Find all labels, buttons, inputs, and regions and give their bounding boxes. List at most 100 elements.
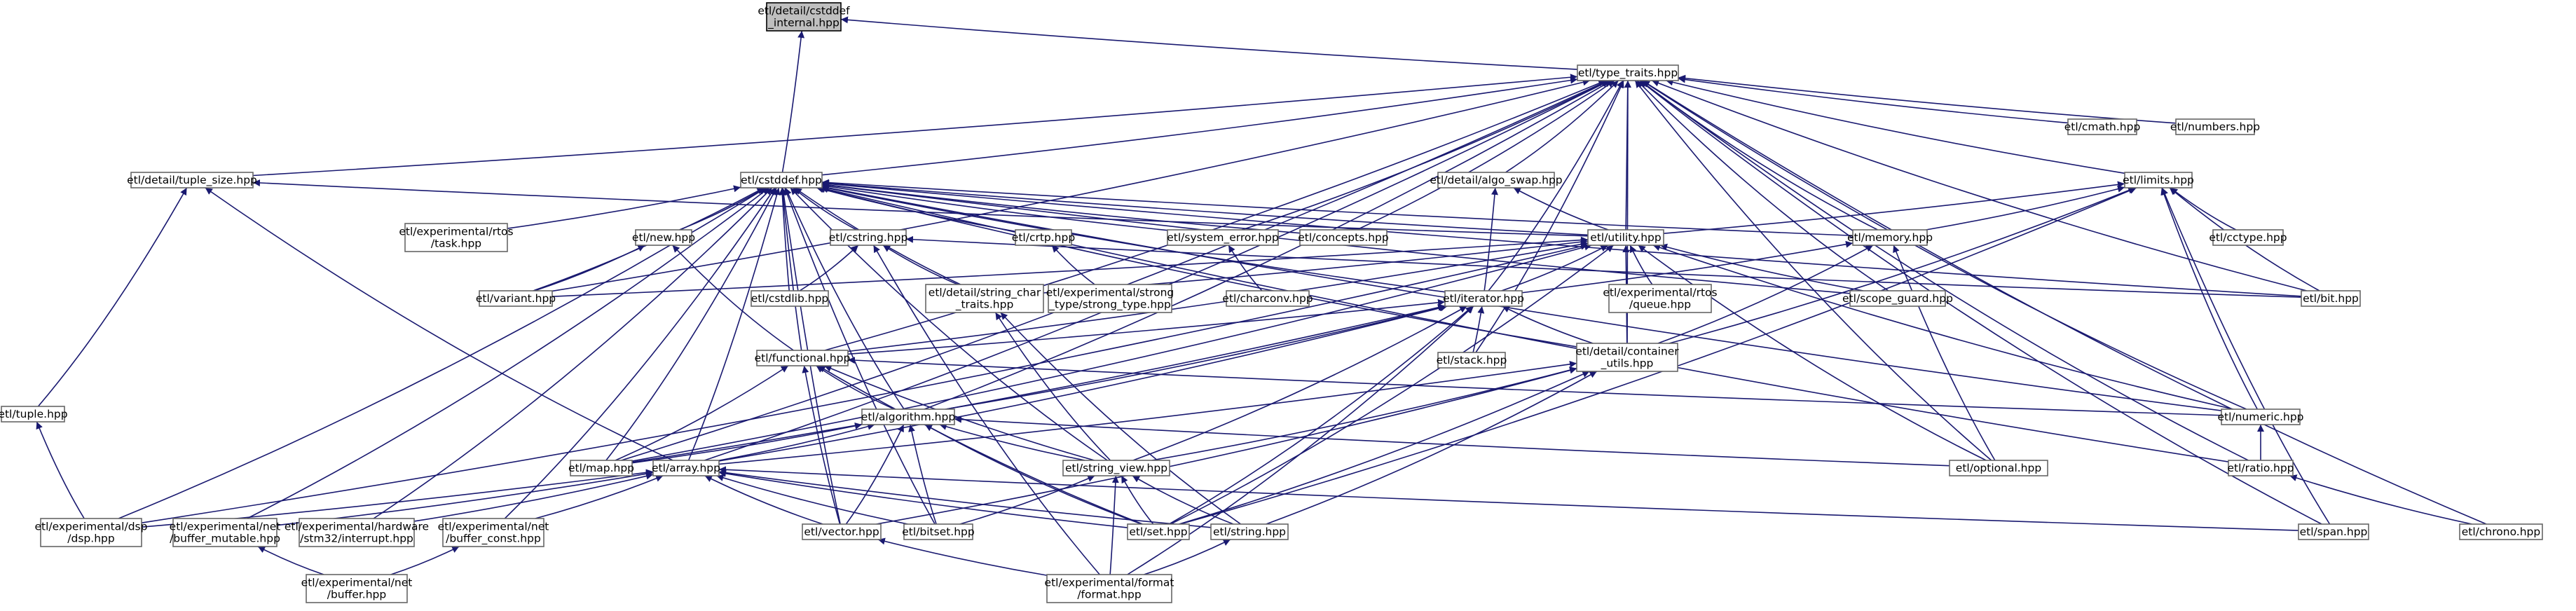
node-ratio[interactable]: etl/ratio.hpp: [2227, 460, 2294, 476]
node-bit[interactable]: etl/bit.hpp: [2301, 290, 2361, 307]
node-concepts[interactable]: etl/concepts.hpp: [1298, 229, 1389, 246]
node-optional[interactable]: etl/optional.hpp: [1949, 460, 2048, 476]
node-limits[interactable]: etl/limits.hpp: [2123, 172, 2194, 188]
node-span[interactable]: etl/span.hpp: [2298, 523, 2369, 540]
edge-dsp-to-utility: [141, 242, 1589, 523]
edge-container-utils-to-memory: [1657, 245, 1874, 344]
node-tuple[interactable]: etl/tuple.hpp: [0, 406, 68, 423]
node-cctype[interactable]: etl/cctype.hpp: [2209, 229, 2287, 246]
node-array[interactable]: etl/array.hpp: [652, 460, 720, 476]
edge-iterator-to-algo-swap: [1484, 187, 1498, 291]
node-format[interactable]: etl/experimental/format/format.hpp: [1045, 574, 1174, 603]
node-chrono[interactable]: etl/chrono.hpp: [2459, 523, 2543, 540]
node-label: etl/charconv.hpp: [1222, 292, 1313, 305]
node-iterator[interactable]: etl/iterator.hpp: [1443, 290, 1524, 307]
node-box: [1608, 284, 1712, 313]
node-label: etl/set.hpp: [1129, 526, 1187, 538]
node-memory[interactable]: etl/memory.hpp: [1847, 229, 1933, 246]
node-label: etl/stack.hpp: [1437, 354, 1507, 366]
node-label: /buffer.hpp: [327, 589, 386, 601]
node-label: etl/cstring.hpp: [829, 231, 908, 244]
node-label: etl/experimental/net: [438, 521, 549, 533]
node-variant[interactable]: etl/variant.hpp: [476, 290, 556, 307]
edge-vector-to-cstddef: [780, 187, 841, 525]
edge-numeric-to-type-traits: [1641, 80, 2247, 410]
edge-algorithm-to-type-traits: [924, 80, 1612, 410]
edge-strong-type-to-crtp: [1051, 245, 1095, 285]
node-string-view[interactable]: etl/string_view.hpp: [1062, 460, 1170, 476]
node-label: etl/scope_guard.hpp: [1842, 292, 1953, 306]
edge-format-to-string-view: [1109, 475, 1119, 575]
edge-variant-to-type-traits: [551, 78, 1590, 292]
edge-charconv-to-system-error: [1228, 245, 1263, 291]
node-buffer-const[interactable]: etl/experimental/net/buffer_const.hpp: [438, 518, 549, 547]
node-charconv[interactable]: etl/charconv.hpp: [1222, 290, 1313, 307]
node-numeric[interactable]: etl/numeric.hpp: [2217, 409, 2304, 425]
node-algo-swap[interactable]: etl/detail/algo_swap.hpp: [1430, 172, 1563, 188]
node-box: [2067, 118, 2137, 135]
node-stack[interactable]: etl/stack.hpp: [1437, 352, 1507, 369]
node-algorithm[interactable]: etl/algorithm.hpp: [861, 409, 955, 425]
edge-array-to-algorithm: [718, 423, 875, 461]
edge-cstddef-to-type-traits: [821, 76, 1578, 176]
node-set[interactable]: etl/set.hpp: [1127, 523, 1190, 540]
node-functional[interactable]: etl/functional.hpp: [755, 350, 851, 366]
node-container-utils[interactable]: etl/detail/container_utils.hpp: [1575, 343, 1679, 372]
edge-array-to-cstddef: [687, 187, 781, 461]
node-box: [40, 518, 142, 547]
node-box: [1048, 284, 1172, 313]
node-cstdlib[interactable]: etl/cstdlib.hpp: [751, 290, 829, 307]
node-buffer-mutable[interactable]: etl/experimental/net/buffer_mutable.hpp: [170, 518, 281, 547]
edge-vector-to-array: [704, 475, 823, 525]
node-string-char-traits[interactable]: etl/detail/string_char_traits.hpp: [925, 284, 1044, 313]
node-label: etl/tuple.hpp: [0, 408, 68, 420]
node-label: etl/limits.hpp: [2123, 174, 2194, 186]
node-label: etl/experimental/strong: [1046, 287, 1174, 299]
node-system-error[interactable]: etl/system_error.hpp: [1167, 229, 1279, 246]
node-crtp[interactable]: etl/crtp.hpp: [1012, 229, 1075, 246]
edge-stack-to-iterator: [1472, 306, 1485, 353]
node-strong-type[interactable]: etl/experimental/strong_type/strong_type…: [1046, 284, 1174, 313]
node-scope-guard[interactable]: etl/scope_guard.hpp: [1842, 290, 1953, 307]
node-new[interactable]: etl/new.hpp: [632, 229, 695, 246]
node-box: [1444, 290, 1523, 307]
node-label: etl/experimental/net: [301, 577, 413, 589]
node-tuple-size[interactable]: etl/detail/tuple_size.hpp: [127, 172, 257, 188]
edge-set-to-algorithm: [924, 424, 1142, 525]
node-cstring[interactable]: etl/cstring.hpp: [829, 229, 908, 246]
edge-set-to-container-utils: [1179, 371, 1590, 525]
node-label: etl/detail/tuple_size.hpp: [127, 174, 257, 187]
edge-stack-to-type-traits: [1475, 80, 1624, 353]
edge-vector-to-algorithm: [845, 424, 905, 525]
node-stm32-interrupt[interactable]: etl/experimental/hardware/stm32/interrup…: [285, 518, 429, 547]
node-label: etl/cctype.hpp: [2209, 231, 2287, 244]
node-type-traits[interactable]: etl/type_traits.hpp: [1577, 64, 1679, 81]
node-dsp[interactable]: etl/experimental/dsp/dsp.hpp: [35, 518, 148, 547]
node-label: /buffer_const.hpp: [446, 533, 541, 546]
node-rtos-queue[interactable]: etl/experimental/rtos/queue.hpp: [1603, 284, 1718, 313]
node-label: etl/system_error.hpp: [1167, 231, 1278, 245]
node-cmath[interactable]: etl/cmath.hpp: [2064, 118, 2141, 135]
node-box: [861, 409, 955, 425]
edge-bitset-to-algorithm: [908, 424, 937, 525]
node-map[interactable]: etl/map.hpp: [568, 460, 634, 476]
node-vector[interactable]: etl/vector.hpp: [802, 523, 882, 540]
node-label: etl/experimental/rtos: [399, 226, 513, 238]
node-string[interactable]: etl/string.hpp: [1210, 523, 1289, 540]
node-cstddef[interactable]: etl/cstddef.hpp: [740, 172, 823, 188]
node-label: etl/optional.hpp: [1956, 462, 2041, 474]
node-label: _type/strong_type.hpp: [1048, 298, 1171, 312]
node-box: [2459, 523, 2543, 540]
node-box: [299, 518, 415, 547]
node-rtos-task[interactable]: etl/experimental/rtos/task.hpp: [399, 223, 514, 252]
node-net-buffer[interactable]: etl/experimental/net/buffer.hpp: [301, 574, 413, 603]
node-bitset[interactable]: etl/bitset.hpp: [902, 523, 975, 540]
node-box: [172, 518, 278, 547]
edge-numeric-to-utility: [1652, 244, 2234, 410]
edge-rtos-queue-to-utility: [1629, 245, 1653, 285]
node-utility[interactable]: etl/utility.hpp: [1587, 229, 1664, 246]
edge-optional-to-utility: [1638, 245, 1987, 461]
node-numbers[interactable]: etl/numbers.hpp: [2170, 118, 2260, 135]
edge-format-to-string: [1144, 539, 1231, 575]
